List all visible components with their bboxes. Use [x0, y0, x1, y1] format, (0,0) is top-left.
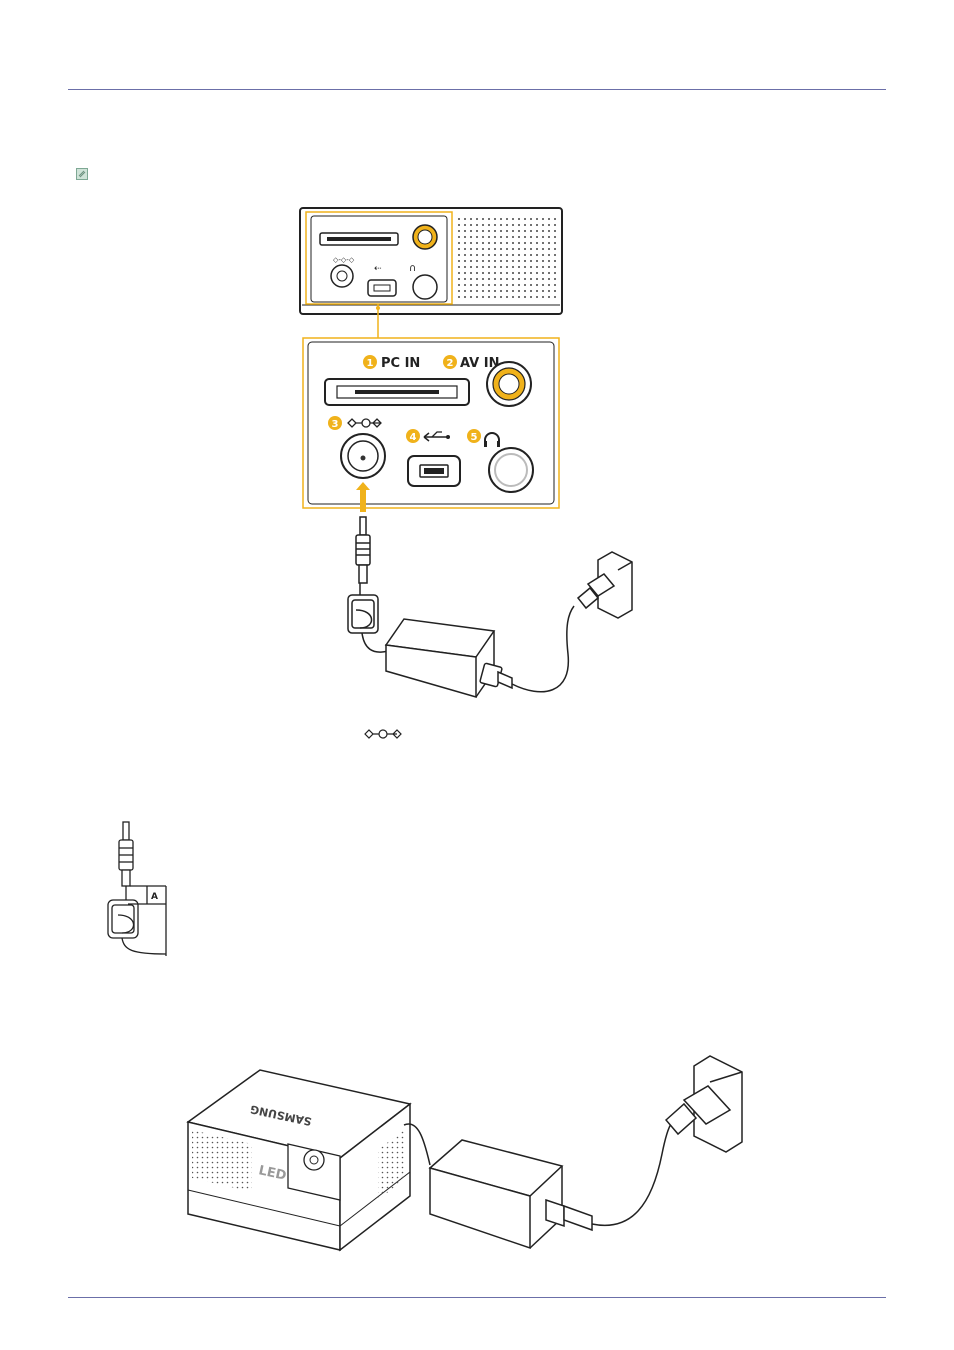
power-adapter-bottom: [430, 1140, 592, 1248]
svg-text:⇠: ⇠: [374, 264, 382, 274]
pc-in-label: PC IN: [381, 356, 420, 371]
projector-back-panel: ◇-◇-◇ ⇠ ∩: [300, 208, 562, 314]
dimension-a-label: A: [151, 892, 158, 902]
dc-power-icon-inline: [365, 730, 401, 738]
power-adapter: [386, 619, 512, 697]
zoomed-input-panel: 1 PC IN 2 AV IN 3 4: [303, 338, 559, 508]
dc-plug: [356, 517, 370, 583]
ferrite-core: [348, 583, 378, 633]
svg-text:∩: ∩: [409, 263, 416, 274]
projector-illustration: LED SAMSUNG: [188, 1070, 410, 1250]
badge-2-num: 2: [447, 358, 454, 369]
badge-3-num: 3: [332, 419, 339, 430]
svg-text:◇-◇-◇: ◇-◇-◇: [333, 256, 355, 264]
badge-1-num: 1: [367, 358, 374, 369]
ferrite-core-detail: [108, 822, 166, 956]
badge-5-num: 5: [471, 432, 478, 443]
badge-4-num: 4: [410, 432, 417, 443]
